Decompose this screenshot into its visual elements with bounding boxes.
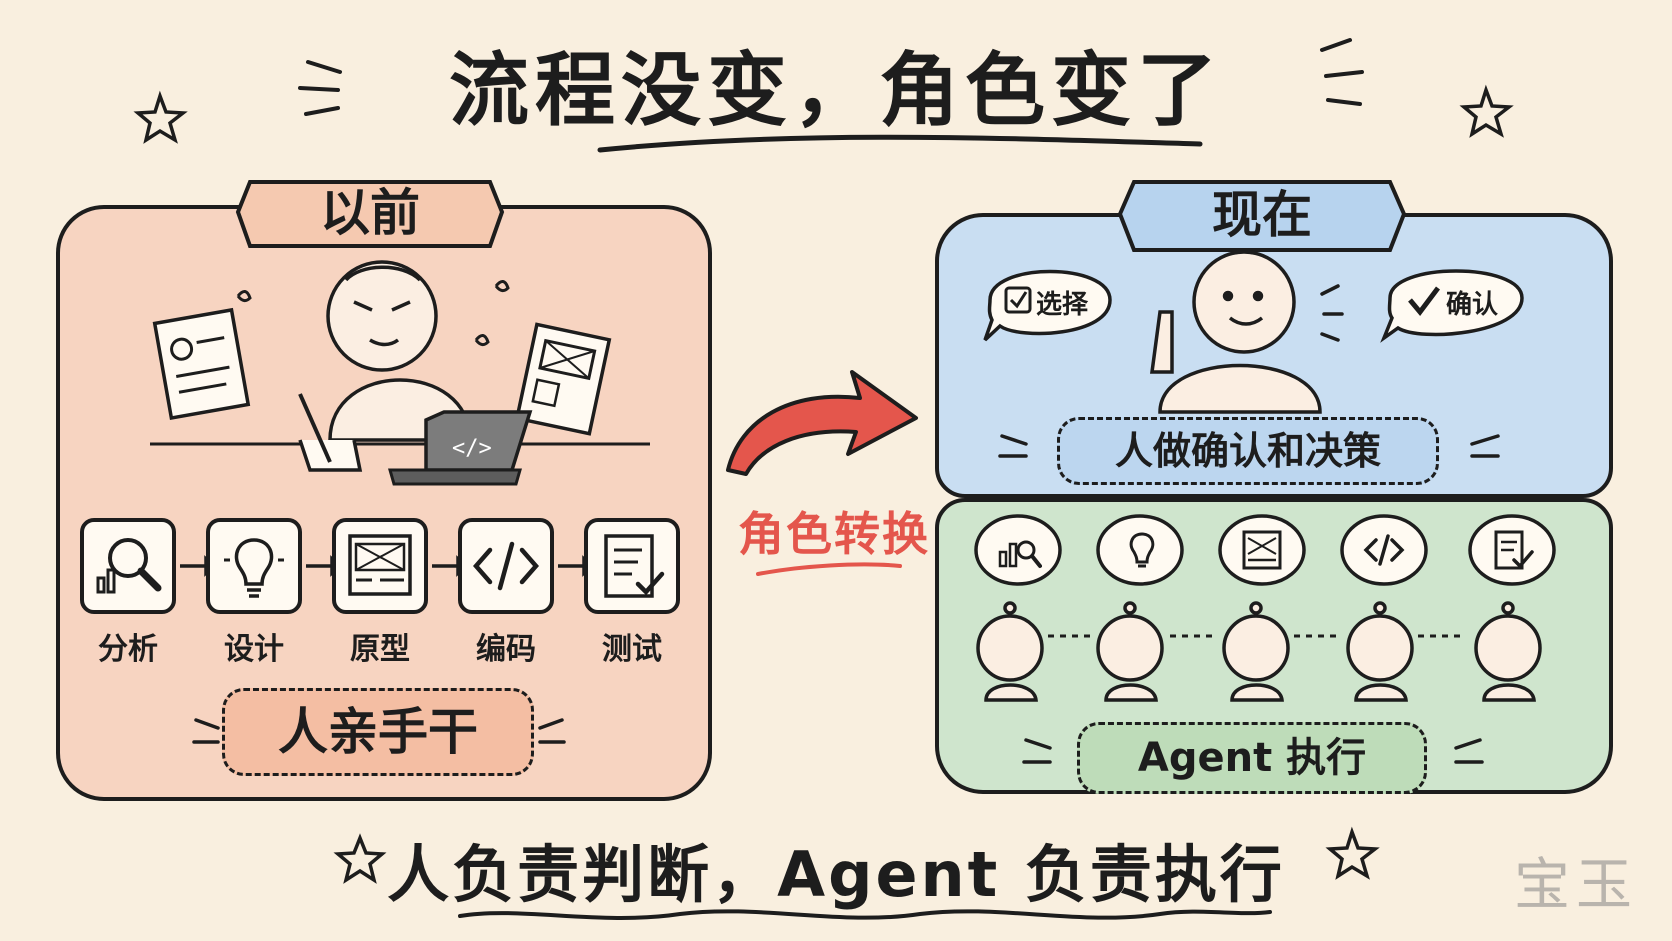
step-label-analysis: 分析 — [98, 632, 158, 667]
step-label-design: 设计 — [224, 632, 284, 667]
agent-sparks — [192, 718, 1484, 764]
checklist-icon — [604, 534, 665, 598]
bubble-confirm-label: 确认 — [1446, 290, 1499, 320]
magnifier-chart-icon — [96, 538, 162, 594]
page-title: 流程没变，角色变了 — [449, 44, 1223, 137]
transition-underline — [756, 562, 902, 576]
star-icon — [133, 84, 1514, 884]
agent-robots — [976, 601, 1542, 702]
step-label-testing: 测试 — [602, 632, 662, 667]
bottom-underline — [458, 909, 1272, 920]
step-label-coding: 编码 — [476, 632, 536, 667]
title-sparks-right — [1320, 38, 1364, 106]
transition-label: 角色转换 — [738, 507, 930, 561]
watermark: 宝玉 — [1514, 853, 1638, 918]
agent-summary: Agent 执行 — [1077, 722, 1427, 794]
now-tag: 现在 — [1212, 186, 1312, 244]
now-ribbon-shape — [1117, 180, 1407, 252]
now-sparks — [998, 284, 1500, 458]
sweat-drops-icon — [236, 280, 510, 347]
step-analysis-box — [80, 518, 176, 614]
step-testing-box — [584, 518, 680, 614]
step-label-prototype: 原型 — [350, 632, 410, 667]
before-ribbon-shape — [235, 180, 505, 248]
before-tag: 以前 — [320, 184, 420, 242]
laptop-icon: </> — [388, 410, 533, 486]
wireframe-icon — [348, 534, 412, 596]
title-sparks-left — [298, 60, 342, 116]
agent-lightbulb-icon — [1120, 528, 1164, 576]
now-summary: 人做确认和决策 — [1057, 417, 1439, 485]
agent-code-icon — [1362, 528, 1406, 576]
transition-arrow — [726, 370, 918, 476]
speech-bubble-left — [983, 269, 1112, 342]
agent-checklist-icon — [1490, 528, 1534, 576]
bottom-summary: 人负责判断，Agent 负责执行 — [387, 838, 1285, 911]
chart-icon — [994, 528, 1042, 576]
title-underline — [597, 134, 1203, 153]
document-icon — [152, 307, 251, 421]
code-icon — [473, 541, 539, 591]
wireframe-paper-icon — [514, 322, 612, 436]
lightbulb-icon — [224, 538, 284, 598]
step-prototype-box — [332, 518, 428, 614]
decision-person-illustration — [1150, 250, 1322, 414]
step-design-box — [206, 518, 302, 614]
speech-bubble-right — [1380, 269, 1524, 343]
bubble-select-label: 选择 — [1036, 290, 1089, 320]
before-summary: 人亲手干 — [222, 688, 534, 776]
svg-text:</>: </> — [452, 436, 492, 461]
step-coding-box — [458, 518, 554, 614]
agent-wireframe-icon — [1240, 528, 1284, 576]
